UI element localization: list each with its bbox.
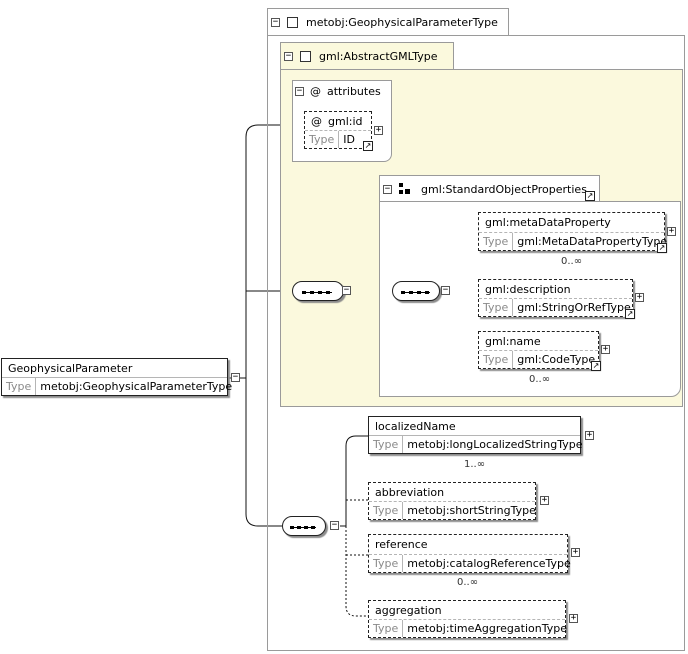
element-gml-description[interactable]: gml:description Type gml:StringOrRefType xyxy=(478,279,633,317)
root-element-geophysical-parameter[interactable]: GeophysicalParameter Type metobj:Geophys… xyxy=(1,358,232,396)
type-value: metobj:GeophysicalParameterType xyxy=(40,380,233,393)
expand-icon[interactable]: + xyxy=(571,547,580,557)
link-arrow-icon[interactable]: ↗ xyxy=(591,361,601,371)
collapse-icon[interactable]: − xyxy=(342,285,351,295)
collapse-icon[interactable]: − xyxy=(383,183,392,194)
element-gml-metadataproperty[interactable]: gml:metaDataProperty Type gml:MetaDataPr… xyxy=(478,212,667,251)
collapse-icon[interactable]: − xyxy=(441,285,450,295)
type-value: metobj:catalogReferenceType xyxy=(407,557,571,570)
type-label: Type xyxy=(369,620,404,637)
type-label: Type xyxy=(479,351,514,368)
expand-icon[interactable]: + xyxy=(601,344,610,354)
element-name: gml:name xyxy=(485,335,541,348)
type-value: gml:StringOrRefType xyxy=(517,301,631,314)
type-icon xyxy=(287,17,298,28)
element-abbreviation[interactable]: abbreviation Type metobj:shortStringType xyxy=(368,482,536,520)
type-label: Type xyxy=(369,502,404,519)
group-tab: − gml:StandardObjectProperties xyxy=(379,175,600,202)
link-arrow-icon[interactable]: ↗ xyxy=(585,191,595,201)
collapse-icon[interactable]: − xyxy=(284,51,293,61)
type-label: Type xyxy=(479,233,514,250)
expand-icon[interactable]: + xyxy=(667,226,676,236)
type-label: Type xyxy=(479,299,514,316)
cardinality: 0..∞ xyxy=(561,256,583,267)
group-squares-icon xyxy=(399,183,411,195)
cardinality: 0..∞ xyxy=(457,577,479,588)
type-label: Type xyxy=(305,131,340,148)
element-name: aggregation xyxy=(375,604,442,617)
type-label: Type xyxy=(369,436,404,453)
expand-icon[interactable]: + xyxy=(585,430,594,440)
element-reference[interactable]: reference Type metobj:catalogReferenceTy… xyxy=(368,534,571,573)
type-value: metobj:shortStringType xyxy=(407,504,536,517)
attribute-gml-id[interactable]: @ gml:id Type ID xyxy=(304,111,372,149)
element-name: GeophysicalParameter xyxy=(8,362,133,375)
cardinality: 1..∞ xyxy=(464,459,486,470)
type-value: metobj:longLocalizedStringType xyxy=(407,438,583,451)
complex-type-title: metobj:GeophysicalParameterType xyxy=(306,16,498,29)
collapse-icon[interactable]: − xyxy=(271,17,280,27)
expand-icon[interactable]: + xyxy=(540,495,549,505)
collapse-icon[interactable]: − xyxy=(295,86,304,96)
element-name: gml:description xyxy=(485,283,571,296)
element-name: abbreviation xyxy=(375,486,445,499)
sequence-compositor-icon[interactable] xyxy=(292,281,344,301)
link-arrow-icon[interactable]: ↗ xyxy=(363,141,373,151)
expand-icon[interactable]: + xyxy=(569,613,578,623)
sequence-compositor-icon[interactable] xyxy=(282,516,326,536)
base-type-title: gml:AbstractGMLType xyxy=(319,50,438,63)
type-value: gml:CodeType xyxy=(517,353,596,366)
attribute-name: gml:id xyxy=(328,115,363,128)
base-type-tab: − gml:AbstractGMLType xyxy=(280,42,454,70)
type-value: gml:MetaDataPropertyType xyxy=(517,235,668,248)
complex-type-tab: − metobj:GeophysicalParameterType xyxy=(267,8,509,36)
attributes-title: attributes xyxy=(327,85,381,98)
expand-icon[interactable]: + xyxy=(635,292,644,302)
element-name: localizedName xyxy=(375,420,456,433)
link-arrow-icon[interactable]: ↗ xyxy=(657,243,667,253)
element-gml-name[interactable]: gml:name Type gml:CodeType xyxy=(478,331,599,369)
element-name: gml:metaDataProperty xyxy=(485,216,611,229)
collapse-icon[interactable]: − xyxy=(231,372,240,382)
element-localizedname[interactable]: localizedName Type metobj:longLocalizedS… xyxy=(368,416,582,454)
expand-icon[interactable]: + xyxy=(374,125,383,135)
cardinality: 0..∞ xyxy=(529,374,551,385)
complex-type-frame xyxy=(267,35,685,651)
type-value: metobj:timeAggregationType xyxy=(407,622,567,635)
type-value: ID xyxy=(343,133,355,146)
attributes-header: − @ attributes xyxy=(295,85,381,98)
group-title: gml:StandardObjectProperties xyxy=(421,182,587,196)
link-arrow-icon[interactable]: ↗ xyxy=(625,309,635,319)
type-label: Type xyxy=(2,378,37,395)
type-icon xyxy=(300,51,311,62)
element-name: reference xyxy=(375,538,428,551)
collapse-icon[interactable]: − xyxy=(330,520,339,530)
type-label: Type xyxy=(369,555,404,572)
element-aggregation[interactable]: aggregation Type metobj:timeAggregationT… xyxy=(368,600,567,638)
sequence-compositor-icon[interactable] xyxy=(392,281,440,301)
at-sign-icon: @ xyxy=(311,115,322,128)
at-sign-icon: @ xyxy=(310,85,321,98)
